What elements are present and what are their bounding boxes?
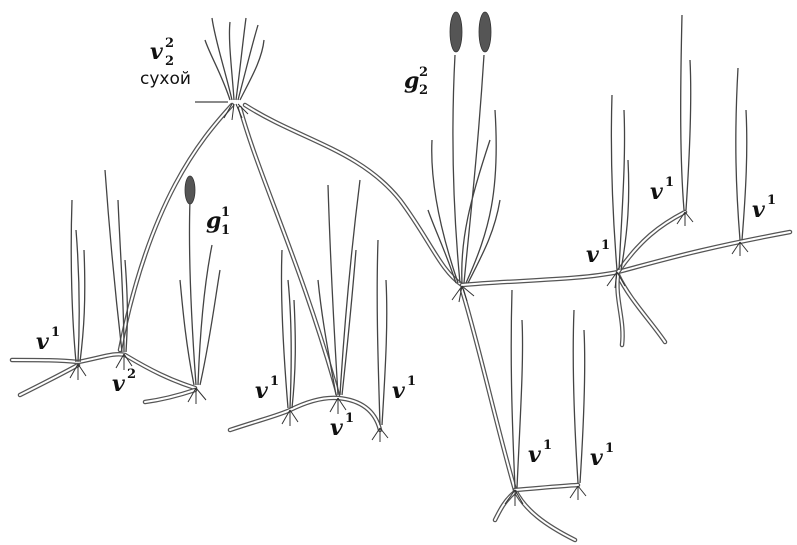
roots [70, 104, 748, 506]
label-dry: сухой [140, 71, 191, 88]
rhizomes [12, 105, 790, 540]
